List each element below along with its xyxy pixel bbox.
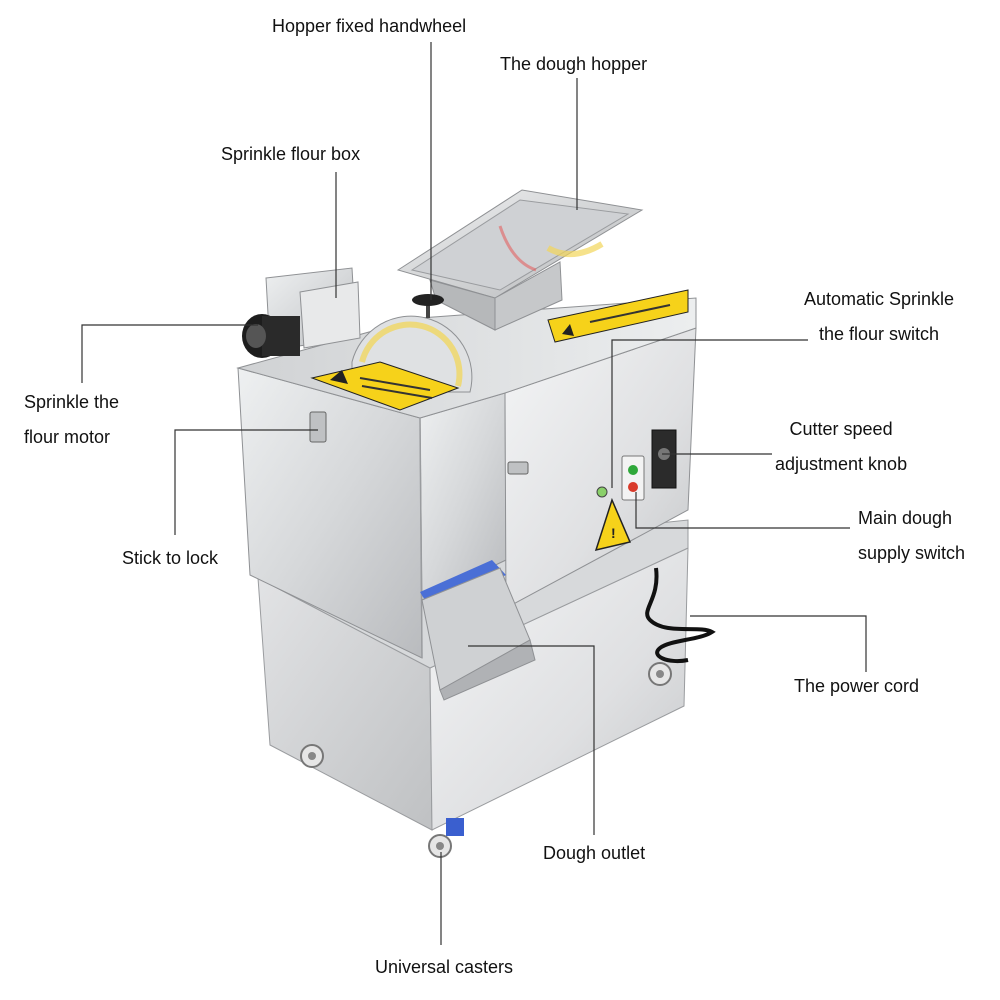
label-auto-sprinkle-switch: Automatic Sprinkle the flour switch bbox=[804, 289, 955, 344]
leader-auto-sprinkle bbox=[611, 339, 808, 488]
label-hopper-handwheel: Hopper fixed handwheel bbox=[272, 16, 467, 36]
leader-power-cord bbox=[690, 615, 867, 672]
leader-dough-outlet bbox=[468, 645, 595, 835]
dough-outlet-chute bbox=[420, 560, 536, 701]
warning-triangle: ! bbox=[594, 497, 632, 552]
label-universal-casters: Universal casters bbox=[375, 957, 514, 977]
svg-text:!: ! bbox=[611, 525, 616, 541]
sprinkle-flour-motor bbox=[242, 314, 300, 358]
label-stick-lock: Stick to lock bbox=[122, 548, 219, 568]
dough-hopper bbox=[396, 189, 644, 331]
label-dough-hopper: The dough hopper bbox=[500, 54, 648, 74]
label-main-supply-switch: Main dough supply switch bbox=[858, 508, 966, 563]
door-lock-latch bbox=[309, 411, 327, 443]
label-power-cord: The power cord bbox=[794, 676, 920, 696]
leader-stick-lock bbox=[174, 429, 318, 535]
leader-flour-motor bbox=[81, 324, 258, 383]
caster-rear-left bbox=[300, 744, 324, 768]
warning-label-side bbox=[547, 289, 689, 343]
power-cord bbox=[645, 567, 716, 663]
label-cutter-speed-knob: Cutter speed adjustment knob bbox=[775, 419, 908, 474]
label-flour-box: Sprinkle flour box bbox=[221, 144, 361, 164]
leader-lines bbox=[81, 42, 867, 945]
label-dough-outlet: Dough outlet bbox=[543, 843, 646, 863]
hopper-handwheel bbox=[412, 294, 444, 318]
warning-label-top bbox=[310, 361, 460, 411]
control-panel bbox=[596, 429, 677, 501]
side-latch bbox=[507, 461, 529, 475]
caster-front bbox=[428, 818, 464, 858]
leader-main-supply bbox=[635, 492, 850, 529]
label-flour-motor: Sprinkle the flour motor bbox=[24, 392, 120, 447]
caster-right bbox=[648, 662, 672, 686]
